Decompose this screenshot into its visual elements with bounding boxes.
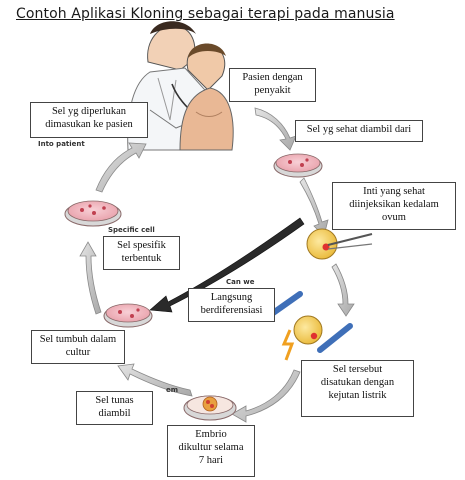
arrow-electrodes-to-embryo [231,369,301,423]
petri-dish-specific [64,200,122,227]
ovum-injection [306,228,373,260]
cycle-arrows [79,107,355,423]
label-healthy-cell: Sel yg sehat diambil dari [295,120,423,142]
ghost-specific-cell: Specific cell [108,226,155,234]
ghost-into-patient: Into patient [38,140,85,148]
arrow-egg-to-electrodes [331,263,355,317]
label-patient: Pasien dengan penyakit [229,68,316,102]
electric-fusion [263,291,353,361]
arrow-patient-to-dish [254,107,297,151]
label-fusion: Sel tersebut disatukan dengan kejutan li… [301,360,414,417]
ghost-stem: em [166,386,179,394]
arrow-direct-differentiation [149,217,305,313]
label-shoot-cell: Sel tunas diambil [76,391,153,425]
diagram-title: Contoh Aplikasi Kloning sebagai terapi p… [16,6,395,22]
ghost-can-we: Can we [226,278,255,286]
arrow-dish2-to-patient [95,142,147,193]
label-specific-cell: Sel spesifik terbentuk [103,236,180,270]
arrow-embryo-to-culture [117,363,193,397]
label-nucleus-injection: Inti yang sehat diinjeksikan kedalam ovu… [332,182,456,230]
petri-dish-culture [103,303,153,328]
label-insert-patient: Sel yg diperlukan dimasukan ke pasien [30,102,148,138]
arrow-culture-to-dish2 [79,241,102,315]
arrow-dish-to-egg [299,177,329,237]
petri-dish-healthy [273,153,323,178]
embryo-dish [183,395,237,421]
doctor-patient-illustration [127,21,234,151]
label-embryo: Embrio dikultur selama 7 hari [167,425,255,477]
label-differentiation: Langsung berdiferensiasi [188,288,275,322]
label-culture: Sel tumbuh dalam cultur [31,330,125,364]
